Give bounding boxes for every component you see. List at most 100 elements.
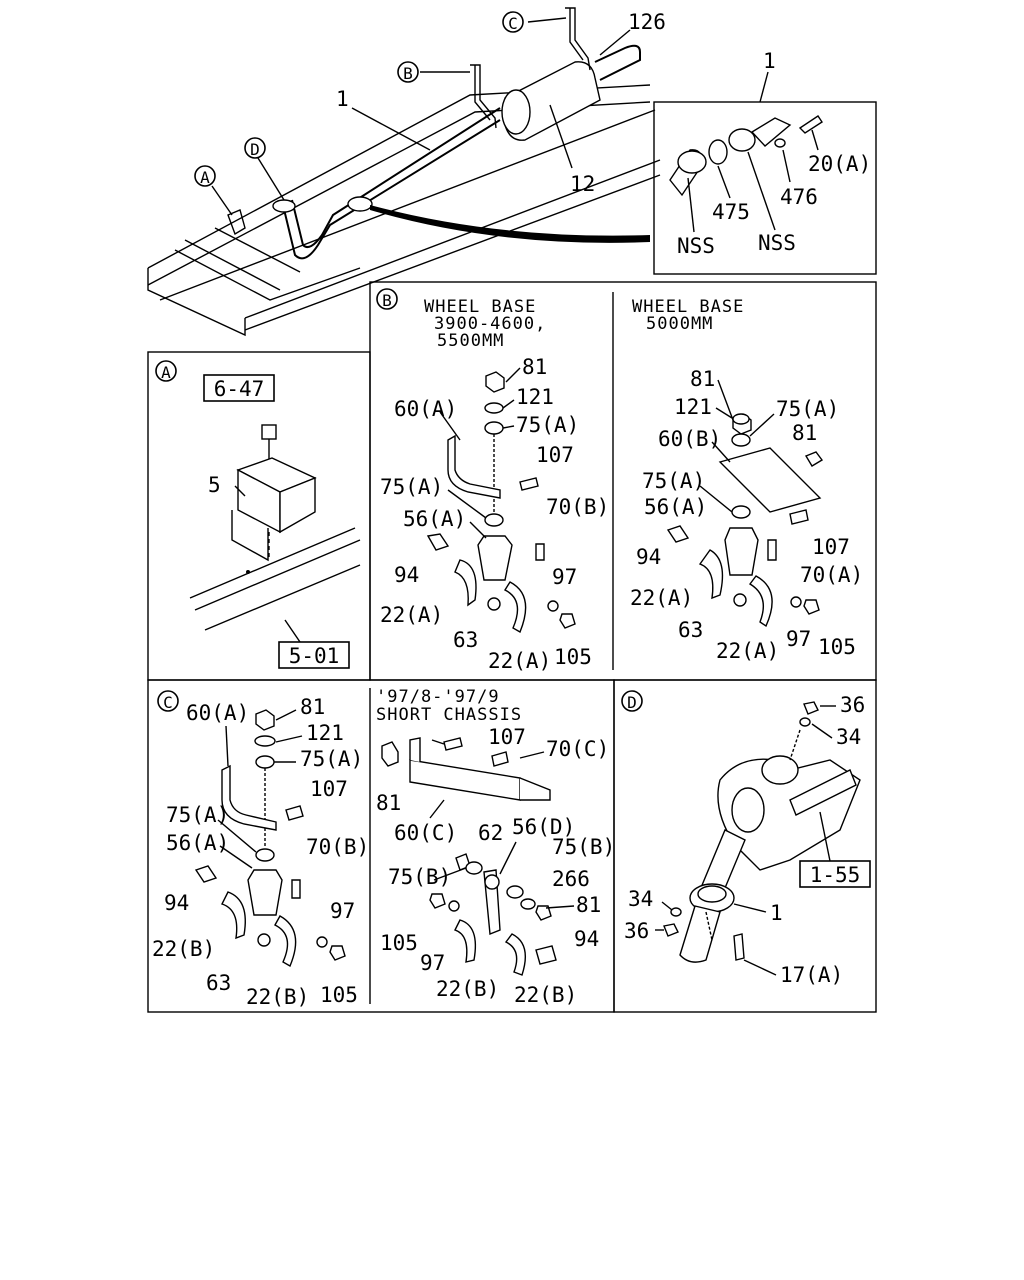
- label-nss-left: NSS: [677, 234, 715, 258]
- panel-d-marker: D: [627, 693, 637, 712]
- washer-121-b2: [732, 413, 750, 425]
- bolt-17a: [733, 933, 745, 961]
- label-nss-right: NSS: [758, 231, 796, 255]
- c-right-label: 266: [552, 867, 590, 891]
- bolt-107-c2: [443, 737, 463, 751]
- hanger-a: [227, 209, 246, 236]
- bolt-107: [519, 477, 539, 491]
- c-left-label: 97: [330, 899, 355, 923]
- pipe-right: [750, 117, 792, 147]
- flange-right: [728, 128, 756, 152]
- panel-b-right-heading-1: WHEEL BASE: [632, 297, 744, 317]
- c-left-label: 75(A): [166, 803, 229, 827]
- bolt-70b-c: [291, 879, 301, 899]
- hanger-b: [470, 64, 497, 129]
- tail-pipe: [594, 44, 641, 81]
- label-5: 5: [208, 473, 221, 497]
- rubber-75b-2: [506, 885, 524, 899]
- ref-1-55: 1-55: [810, 863, 861, 887]
- b-right-label: 121: [674, 395, 712, 419]
- b-right-label: 94: [636, 545, 661, 569]
- frame-rail-bottom: [244, 174, 661, 331]
- inset-frame: [653, 101, 877, 275]
- clamp-22a-b2-left: [698, 549, 724, 600]
- label-475: 475: [712, 200, 750, 224]
- nut-105: [559, 613, 576, 629]
- d-label: 36: [624, 919, 649, 943]
- b-left-label: 75(A): [516, 413, 579, 437]
- actuator: [789, 769, 857, 816]
- d-label: 17(A): [780, 963, 843, 987]
- c-right-label: 81: [376, 791, 401, 815]
- bolt-94-c2: [535, 945, 557, 965]
- bolt-70a-b2: [767, 539, 777, 561]
- c-left-label: 75(A): [300, 747, 363, 771]
- collar-63-c: [257, 933, 271, 947]
- bracket-60b: [718, 447, 822, 513]
- nut-81-c2b: [535, 905, 552, 921]
- bracket-60a: [447, 434, 501, 499]
- b-left-label: 94: [394, 563, 419, 587]
- washer-97-c: [316, 936, 328, 948]
- panel-b: B WHEEL BASE 3900-4600, 5500MM WHEEL BAS…: [369, 281, 877, 681]
- b-left-label: 63: [453, 628, 478, 652]
- panel-b-left-heading-1: WHEEL BASE: [424, 297, 536, 317]
- bolt-107-b2: [789, 509, 809, 525]
- nut-81-c: [255, 709, 275, 731]
- c-right-label: 81: [576, 893, 601, 917]
- nut-81-b2-side: [804, 451, 824, 467]
- bolt-94-c: [194, 865, 218, 883]
- pipe-joint: [347, 196, 373, 212]
- rubber-75a-c: [255, 755, 275, 769]
- rubber-75a-c-lower: [255, 848, 275, 862]
- cross-member: [174, 249, 361, 301]
- bracket-56a-c: [247, 869, 283, 916]
- b-left-label: 105: [554, 645, 592, 669]
- b-right-label: 22(A): [716, 639, 779, 663]
- callout-a: A: [200, 168, 210, 187]
- b-right-label: 70(A): [800, 563, 863, 587]
- b-right-label: 97: [786, 627, 811, 651]
- label-20a: 20(A): [808, 152, 871, 176]
- panel-a-marker: A: [161, 363, 171, 382]
- nut-105-b2: [803, 599, 820, 615]
- bolt-20a: [798, 115, 823, 134]
- b-right-label: 75(A): [642, 469, 705, 493]
- ref-6-47: 6-47: [214, 377, 265, 401]
- bolt-94-b2: [666, 525, 690, 543]
- c-right-label: 56(D): [512, 815, 575, 839]
- panel-b-marker: B: [382, 291, 392, 310]
- inset-flange-detail: 20(A) 475 476 NSS NSS: [653, 101, 877, 275]
- c-right-label: 62: [478, 821, 503, 845]
- label-126: 126: [628, 10, 666, 34]
- c-right-label: 22(B): [436, 977, 499, 1001]
- callout-c: C: [508, 14, 518, 33]
- b-right-label: 63: [678, 618, 703, 642]
- b-left-label: 70(B): [546, 495, 609, 519]
- c-right-label: 97: [420, 951, 445, 975]
- c-right-label: 94: [574, 927, 599, 951]
- ref-box-5-01: [278, 641, 350, 669]
- panel-c-heading-1: '97/8-'97/9: [376, 687, 500, 707]
- bolt-94: [426, 533, 450, 551]
- exhaust-pipe: [282, 119, 501, 260]
- washer-266: [520, 898, 536, 910]
- bolt-70b: [535, 543, 545, 561]
- nut-36: [803, 701, 819, 715]
- label-476: 476: [780, 185, 818, 209]
- d-label: 34: [628, 887, 653, 911]
- washer-97-b2: [790, 596, 802, 608]
- c-left-label: 60(A): [186, 701, 249, 725]
- b-left-label: 22(A): [380, 603, 443, 627]
- overview-illustration: C B D A 126 1 1 12: [147, 7, 776, 337]
- bolt-107-c: [285, 805, 304, 821]
- washer-34: [799, 717, 811, 727]
- d-label: 34: [836, 725, 861, 749]
- bolt: [261, 424, 277, 440]
- b-left-label: 56(A): [403, 507, 466, 531]
- d-label: 1: [770, 901, 783, 925]
- b-left-label: 60(A): [394, 397, 457, 421]
- clamp-22b-c-left: [221, 891, 246, 940]
- bolt-70c: [491, 751, 509, 767]
- nut-476: [774, 138, 786, 148]
